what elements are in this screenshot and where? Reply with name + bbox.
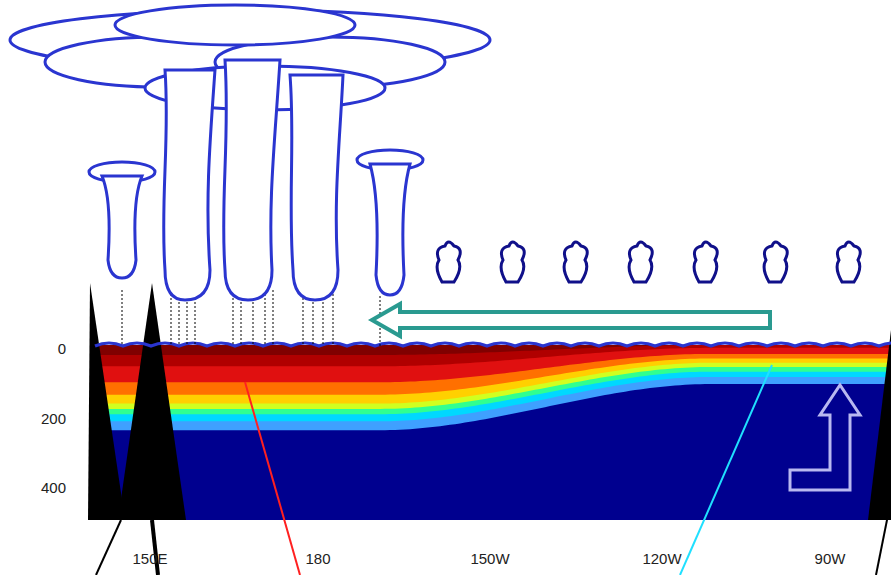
temperature-layer [95,345,890,355]
ocean-section [95,345,891,520]
temperature-layer [95,345,890,366]
depth-tick-label: 200 [41,411,66,426]
leader-line [245,382,300,575]
longitude-tick-label: 150E [132,551,167,566]
trade-wind-arrow [372,304,770,336]
land-mass [868,330,891,520]
temperature-layer [95,345,890,409]
longitude-tick-label: 180 [305,551,330,566]
longitude-tick-label: 120W [642,551,681,566]
longitude-tick-label: 150W [470,551,509,566]
temperature-layer [95,345,890,414]
land-mass [88,283,125,520]
temperature-layer [95,345,890,430]
leader-line [876,500,891,575]
temperature-layer [95,345,890,382]
cloud-group [10,5,490,300]
temperature-layer [95,345,890,421]
temperature-layer [95,345,890,404]
depth-tick-label: 400 [41,480,66,495]
longitude-tick-label: 90W [815,551,846,566]
leader-line [680,365,772,575]
leader-line [152,520,158,575]
upwelling-arrow [790,385,860,490]
sea-surface [95,343,891,346]
land-mass [118,283,186,520]
leader-line [96,520,121,575]
depth-tick-label: 0 [58,341,66,356]
small-cloud [437,242,860,282]
